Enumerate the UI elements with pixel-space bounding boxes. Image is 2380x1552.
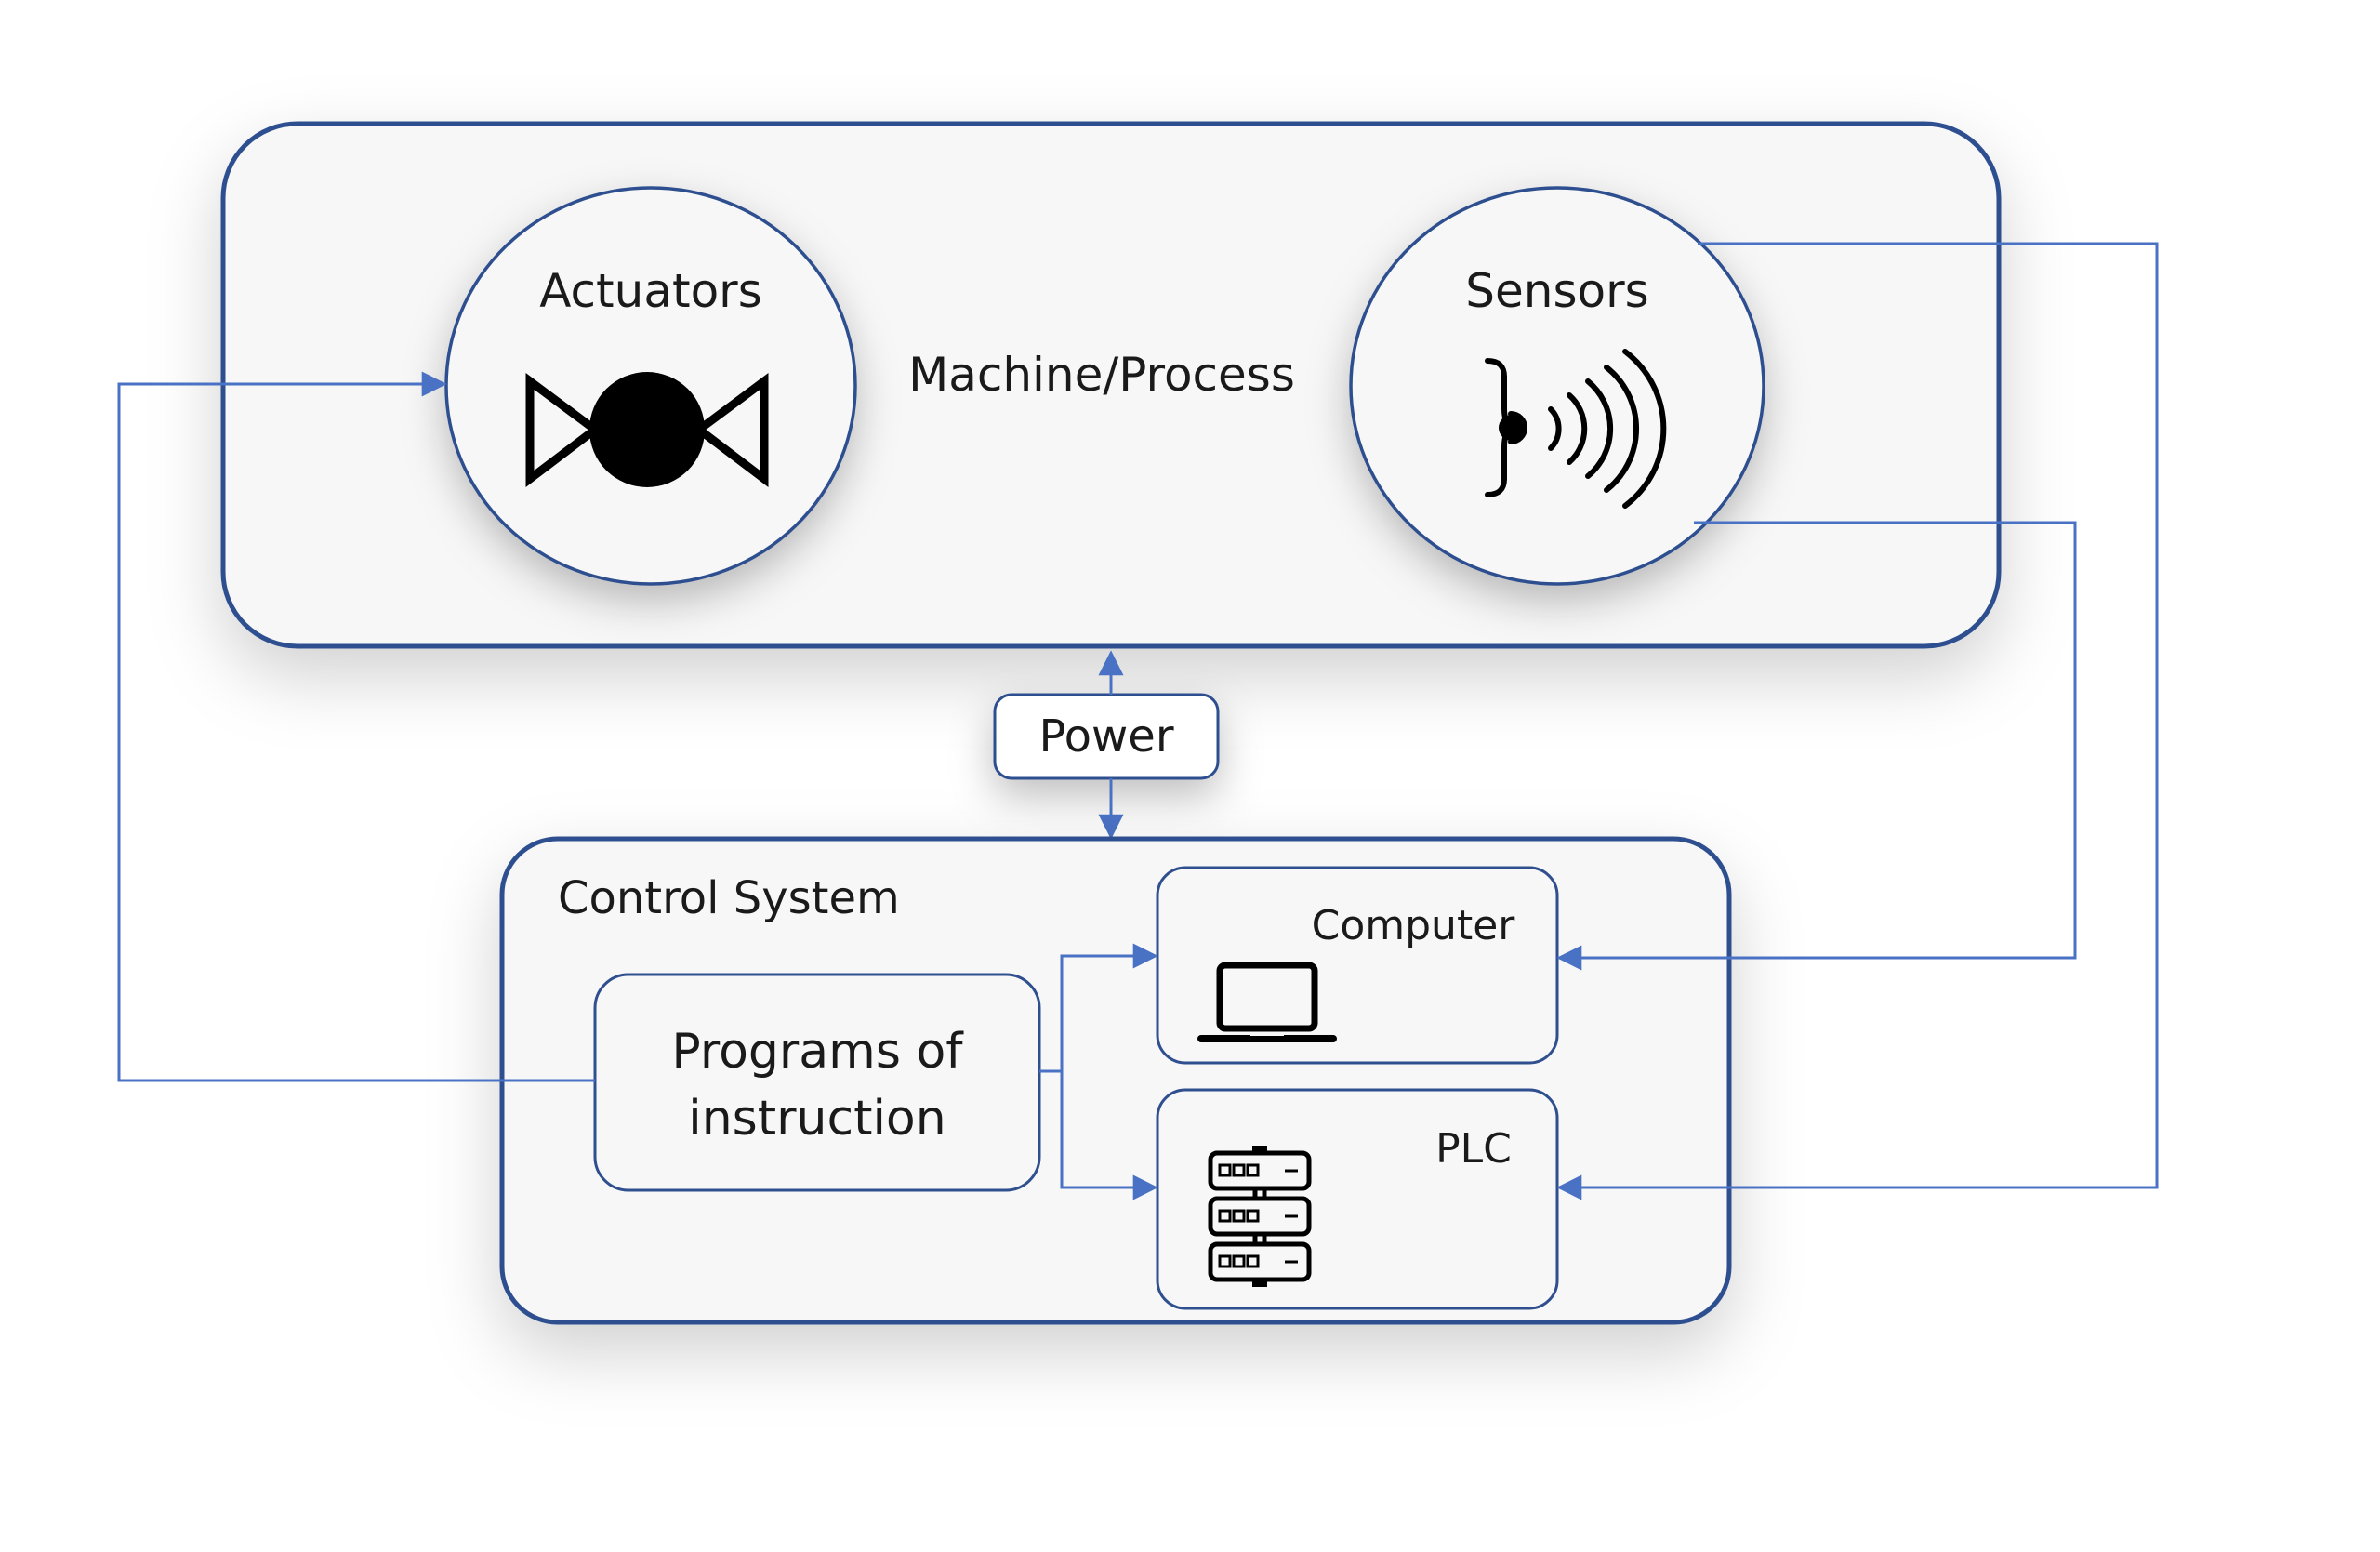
sensors-node: Sensors [1349,186,1765,586]
proximity-sensor-icon [1485,349,1667,509]
connector-programs-to-plc [1060,1071,1158,1200]
plc-label: PLC [1435,1125,1512,1173]
actuators-node: Actuators [444,186,857,586]
laptop-icon [1197,962,1337,1042]
machine-process-label: Machine/Process [908,348,1295,402]
computer-label: Computer [1312,902,1516,949]
signal-connectors [117,242,2159,1200]
programs-label-line2: instruction [688,1091,945,1147]
server-rack-icon [1208,1146,1312,1287]
connector-sensors-to-computer [1556,521,2077,971]
valve-icon [525,372,769,488]
actuators-label: Actuators [539,264,762,318]
power-label: Power [1038,710,1173,763]
plc-node: PLC [1156,1088,1559,1310]
connector-sensors-to-plc [1556,242,2159,1200]
programs-node: Programs of instruction [593,973,1041,1192]
connector-programs-to-computer [1039,943,1158,1073]
control-system-label: Control System [558,872,900,924]
power-node: Power [993,693,1220,780]
computer-node: Computer [1156,866,1559,1065]
sensors-label: Sensors [1465,264,1648,318]
programs-label-line1: Programs of [671,1024,964,1080]
connector-programs-to-actuators [117,371,595,1082]
